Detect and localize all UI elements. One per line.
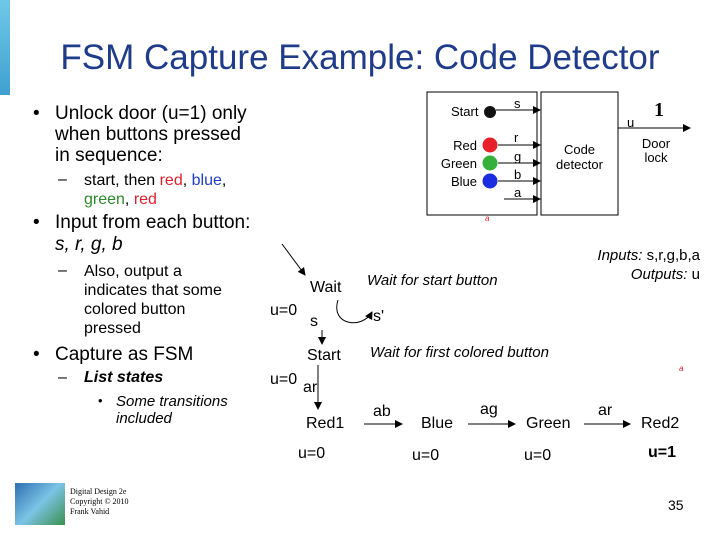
bullet-line: s, r, g, b [55, 234, 123, 255]
bullet-line: in sequence: [55, 145, 163, 166]
s-prime-label: s' [373, 308, 385, 325]
slide-title: FSM Capture Example: Code Detector [60, 38, 660, 77]
seq-green: green [84, 191, 125, 208]
detector-line: Code [563, 142, 596, 157]
book-logo-icon [15, 483, 65, 525]
green-output: u=0 [524, 447, 552, 464]
wait-note: Wait for start button [367, 272, 498, 289]
bullet-line: pressed [84, 320, 141, 337]
red-button-icon [482, 137, 498, 153]
bullet-marker: • [33, 344, 40, 365]
initial-arrow [281, 243, 306, 276]
input-b-label: b [514, 167, 522, 182]
state-start: Start [307, 347, 341, 364]
bullet-line: Unlock door (u=1) only [55, 103, 247, 124]
small-a-mark-2: a [679, 364, 684, 373]
footer-credit: Digital Design 2e Copyright © 2010 Frank… [70, 487, 129, 517]
button-panel-box [426, 91, 538, 216]
outputs-label: Outputs: [630, 266, 688, 283]
bullet-line: indicates that some [84, 282, 222, 299]
dash-marker: – [58, 369, 67, 386]
code-detector-label: Code detector [541, 142, 618, 172]
blue-label: Blue [450, 174, 477, 189]
sub-bullet-list-states: List states [84, 369, 164, 386]
ar-label: ar [303, 379, 318, 396]
bullet-marker: • [33, 103, 40, 124]
wait-self-loop [336, 299, 373, 324]
bullet-line: when buttons pressed [55, 124, 241, 145]
green-label: Green [440, 156, 477, 171]
inputs-label: Inputs: [597, 247, 643, 264]
bullet-input: Input from each button: s, r, g, b [55, 212, 250, 256]
dash-marker: – [58, 171, 67, 188]
small-a-mark: a [485, 214, 490, 223]
bullet-line: Also, output a [84, 263, 182, 280]
detector-line: detector [556, 157, 603, 172]
footer-line: Copyright © 2010 [70, 497, 129, 506]
blue-output: u=0 [412, 447, 440, 464]
footer-line: Digital Design 2e [70, 487, 127, 496]
inputs-values: s,r,g,b,a [646, 247, 700, 264]
input-s-label: s [514, 96, 521, 111]
seq-red: red [159, 172, 183, 189]
outputs-values: u [691, 266, 700, 283]
blue-button-icon [482, 173, 498, 189]
bullet-marker: • [98, 393, 103, 408]
red2-output: u=1 [648, 444, 677, 461]
wait-output: u=0 [270, 302, 298, 319]
page-number: 35 [668, 497, 684, 513]
seq-comma: , [124, 191, 134, 208]
state-red1: Red1 [306, 415, 345, 432]
door-line: Door [641, 136, 671, 151]
seq-text: start, then [84, 172, 160, 189]
bullet-line: included [116, 410, 172, 427]
accent-bar [0, 0, 10, 95]
start-output: u=0 [270, 371, 298, 388]
input-a-label: a [514, 185, 522, 200]
output-u-label: u [627, 115, 635, 130]
sub-bullet-sequence: start, then red, blue, green, red [84, 171, 226, 209]
seq-blue: blue [191, 172, 222, 189]
ar2-label: ar [598, 402, 613, 419]
input-r-label: r [514, 130, 519, 145]
bullet-line: colored button [84, 301, 186, 318]
door-line: lock [644, 150, 668, 165]
state-green: Green [526, 415, 571, 432]
bullet-line: Input from each button: [55, 212, 251, 233]
dash-marker: – [58, 262, 67, 279]
state-red2: Red2 [641, 415, 680, 432]
bullet-line: Some transitions [116, 393, 228, 410]
sub-bullet-output: Also, output a indicates that some color… [84, 262, 222, 338]
self-loop-label: s [310, 313, 318, 330]
footer-line: Frank Vahid [70, 507, 110, 516]
subsub-bullet-transitions: Some transitions included [116, 393, 228, 427]
bullet-marker: • [33, 212, 40, 233]
output-value: 1 [654, 99, 664, 121]
bullet-capture: Capture as FSM [55, 344, 194, 365]
green-button-icon [482, 155, 498, 171]
ab-label: ab [373, 403, 391, 420]
start-note: Wait for first colored button [370, 344, 549, 361]
start-button-icon [484, 106, 496, 118]
seq-comma: , [182, 172, 192, 189]
door-lock-label: Door lock [626, 137, 686, 165]
seq-red: red [133, 191, 157, 208]
seq-comma: , [221, 172, 227, 189]
bullet-unlock: Unlock door (u=1) only when buttons pres… [55, 103, 247, 166]
code-detector-box [540, 91, 619, 216]
red-label: Red [453, 138, 477, 153]
input-g-label: g [514, 149, 522, 164]
state-blue: Blue [421, 415, 454, 432]
start-label: Start [451, 104, 479, 119]
state-wait: Wait [310, 279, 342, 296]
ag-label: ag [480, 401, 498, 418]
io-note: Inputs: s,r,g,b,a Outputs: u [584, 246, 700, 284]
red1-output: u=0 [298, 445, 326, 462]
